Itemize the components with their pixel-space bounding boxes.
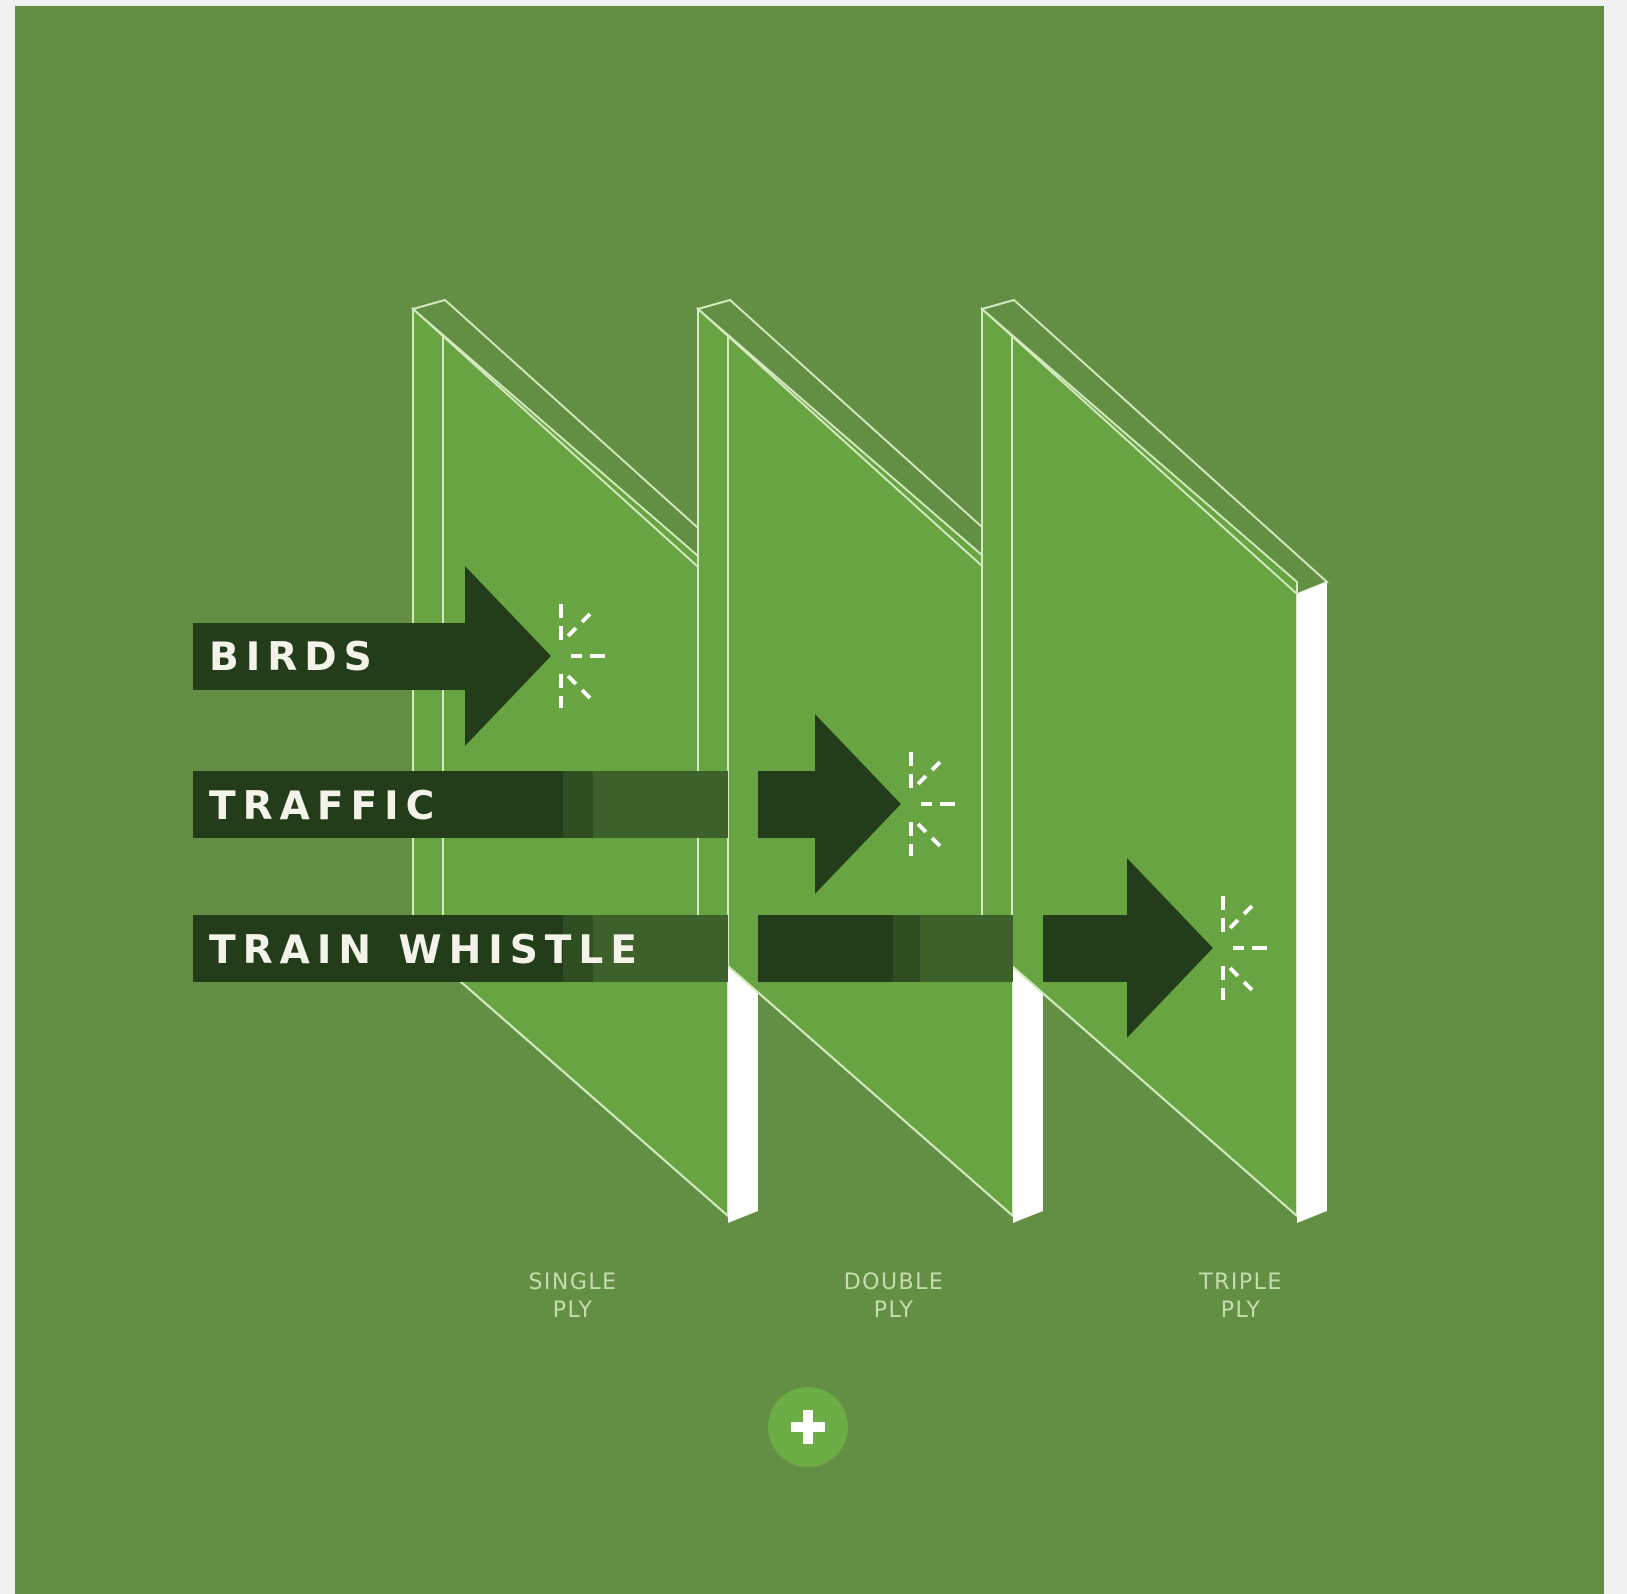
plus-icon — [791, 1410, 825, 1444]
arrow-glass-segment — [920, 915, 1013, 982]
pane-bottom-edge — [1011, 965, 1298, 1217]
arrow-label-birds: BIRDS — [209, 635, 379, 680]
arrow-glass-segment — [563, 915, 593, 982]
impact-burst-icon — [559, 604, 605, 708]
pane-white-edge — [1297, 582, 1327, 1223]
pane-bottom-edge — [442, 965, 729, 1217]
arrow-label-traffic: TRAFFIC — [209, 784, 441, 829]
arrow-tail — [193, 915, 563, 982]
arrow-head — [1043, 858, 1213, 1038]
arrow-glass-segment — [593, 915, 728, 982]
arrow-head — [758, 714, 901, 894]
pane-label-triple: TRIPLE PLY — [1198, 1270, 1283, 1323]
diagram-card: BIRDS TRAFFIC — [15, 6, 1604, 1594]
arrow-label-train-whistle: TRAIN WHISTLE — [209, 928, 644, 973]
arrow-glass-segment — [893, 915, 920, 982]
pane-label-line1: DOUBLE — [844, 1270, 945, 1295]
pane-label-line2: PLY — [874, 1298, 915, 1323]
pane-bottom-edge — [727, 965, 1014, 1217]
pane-label-line1: TRIPLE — [1198, 1270, 1283, 1295]
impact-burst-icon — [1221, 896, 1267, 1000]
glass-pane-triple — [979, 298, 1329, 1223]
arrow-tail — [758, 915, 893, 982]
pane-label-line2: PLY — [553, 1298, 594, 1323]
arrow-traffic: TRAFFIC — [193, 714, 955, 894]
impact-burst-icon — [909, 752, 955, 856]
arrow-tail — [193, 771, 563, 838]
window-ply-diagram: BIRDS TRAFFIC — [193, 298, 1329, 1467]
arrow-train-whistle: TRAIN WHISTLE — [193, 858, 1267, 1038]
pane-label-line1: SINGLE — [528, 1270, 617, 1295]
pane-label-double: DOUBLE PLY — [844, 1270, 945, 1323]
expand-button[interactable] — [768, 1387, 848, 1467]
pane-label-line2: PLY — [1221, 1298, 1262, 1323]
arrow-birds: BIRDS — [193, 566, 605, 746]
arrow-glass-segment — [593, 771, 728, 838]
pane-face — [412, 306, 729, 1219]
pane-label-single: SINGLE PLY — [528, 1270, 617, 1323]
arrow-glass-segment — [563, 771, 593, 838]
arrow-shape — [193, 566, 551, 746]
